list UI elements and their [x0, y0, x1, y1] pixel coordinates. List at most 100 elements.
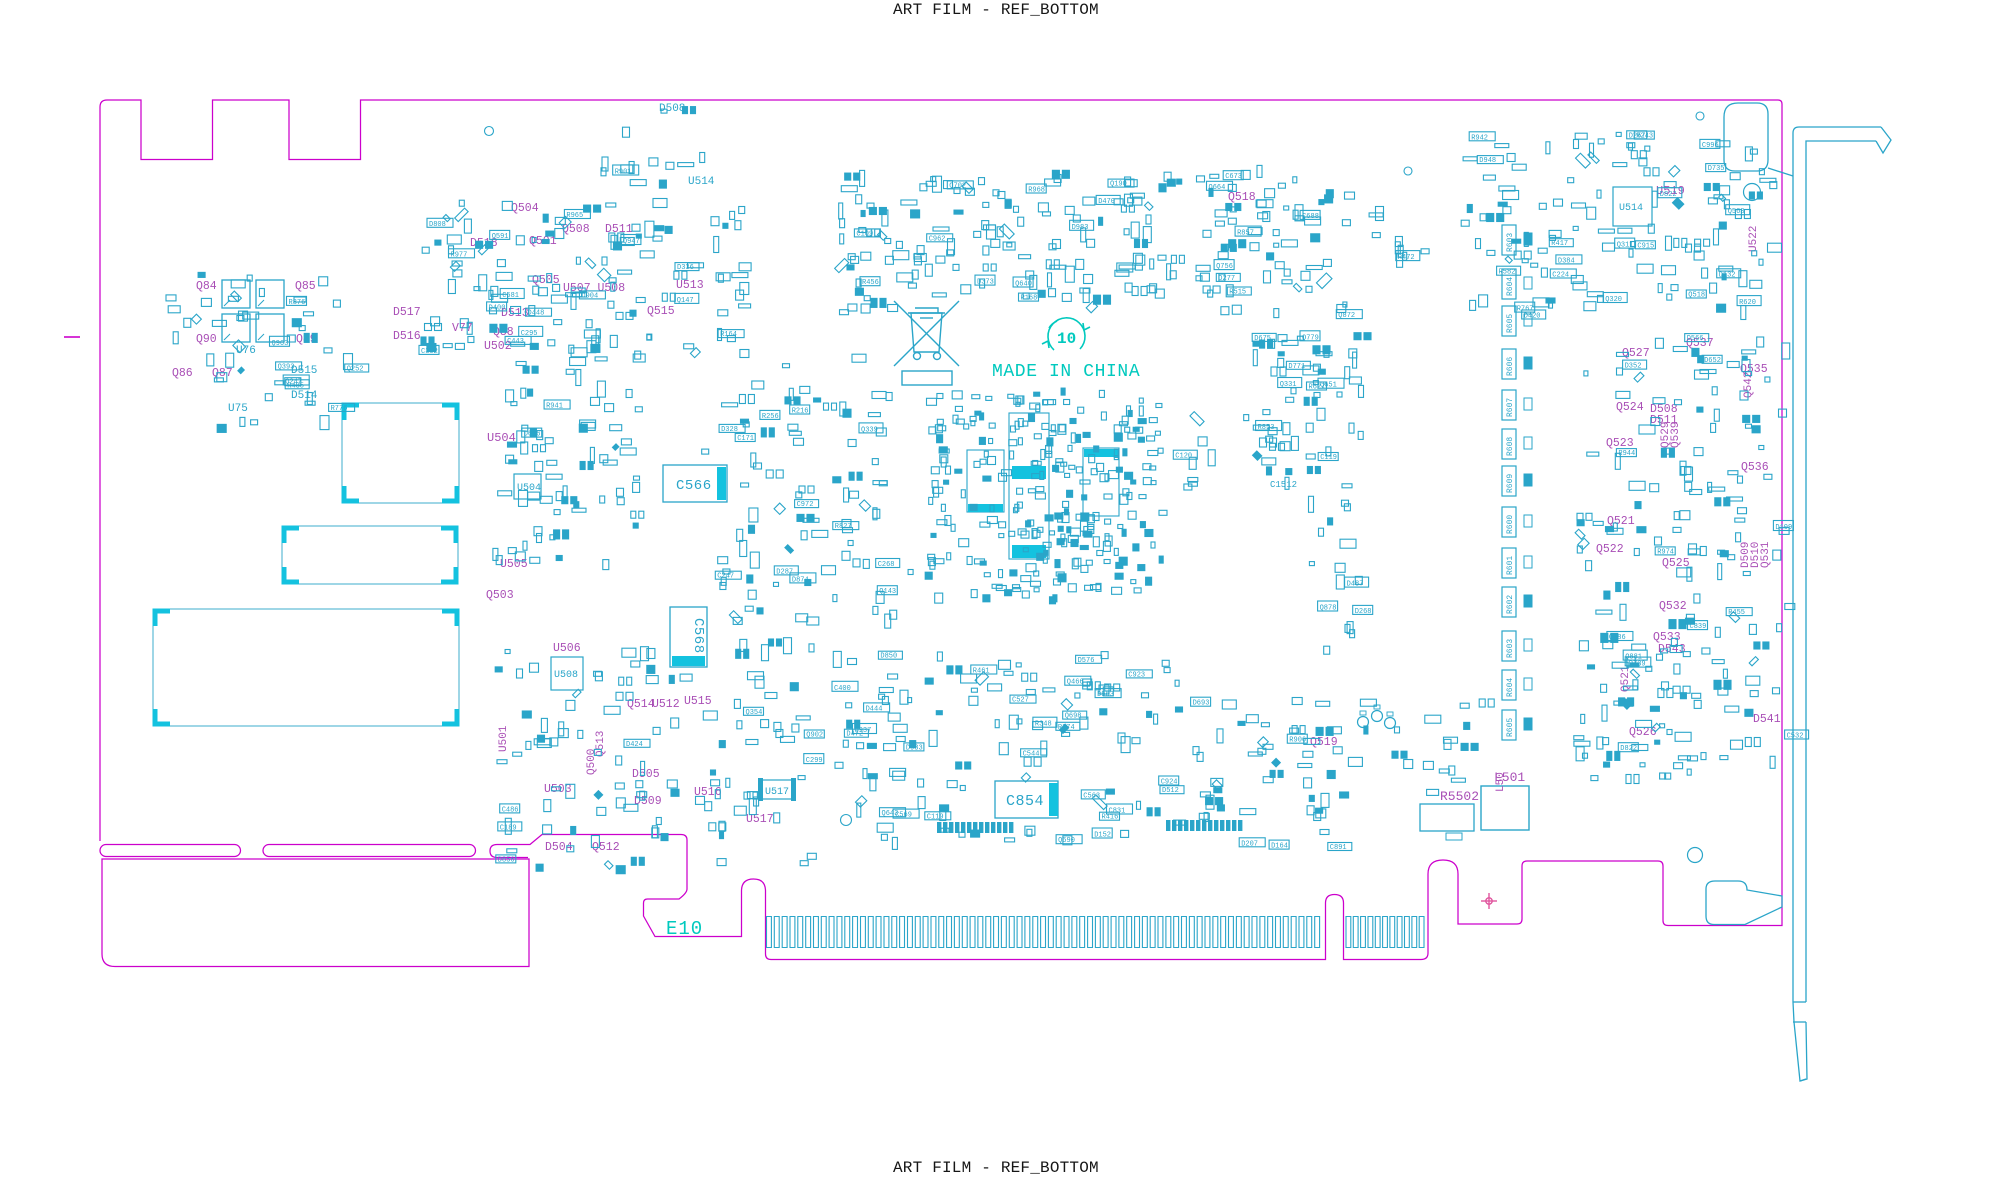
svg-text:Q591: Q591 [492, 233, 509, 241]
svg-text:Q529: Q529 [1660, 422, 1672, 448]
svg-text:Q320: Q320 [1605, 296, 1622, 304]
svg-text:R968: R968 [1028, 187, 1045, 195]
svg-text:C268: C268 [878, 561, 895, 569]
svg-text:R603: R603 [1506, 233, 1515, 252]
svg-text:D874: D874 [792, 576, 809, 584]
svg-text:Q531: Q531 [1760, 541, 1772, 568]
svg-text:U508: U508 [554, 670, 578, 681]
svg-text:D328: D328 [721, 426, 738, 434]
svg-text:Q539: Q539 [1670, 422, 1682, 448]
svg-text:C443: C443 [507, 338, 524, 346]
svg-text:Q521: Q521 [1607, 515, 1635, 528]
svg-text:D983: D983 [1072, 224, 1089, 232]
svg-text:R461: R461 [973, 668, 990, 676]
svg-text:C486: C486 [502, 806, 519, 814]
svg-text:D576: D576 [1078, 657, 1095, 665]
svg-text:Q525: Q525 [1662, 557, 1690, 570]
svg-text:R965: R965 [566, 212, 583, 220]
svg-text:D517: D517 [393, 306, 421, 319]
svg-text:D444: D444 [866, 705, 883, 713]
svg-text:Q508: Q508 [562, 223, 590, 236]
svg-text:Q872: Q872 [1338, 312, 1355, 320]
svg-text:Q466: Q466 [1067, 679, 1084, 687]
svg-text:D735: D735 [1708, 165, 1725, 173]
svg-text:C171: C171 [737, 435, 754, 443]
svg-text:Q339: Q339 [861, 426, 878, 434]
svg-text:R603: R603 [1506, 639, 1515, 658]
svg-text:Q147: Q147 [677, 297, 694, 305]
svg-text:D448: D448 [528, 310, 545, 318]
svg-text:10: 10 [1057, 330, 1076, 348]
svg-text:D904: D904 [581, 292, 598, 300]
svg-text:Q524: Q524 [1616, 401, 1644, 414]
svg-text:D472: D472 [846, 731, 863, 739]
svg-text:Q521: Q521 [1620, 665, 1632, 692]
svg-text:Q252: Q252 [347, 366, 364, 374]
svg-text:U504: U504 [487, 431, 516, 445]
svg-text:Q522: Q522 [1596, 543, 1624, 556]
svg-text:Q947: Q947 [623, 238, 640, 246]
svg-text:D771: D771 [1288, 363, 1305, 371]
svg-text:U501: U501 [498, 725, 510, 752]
svg-text:R853: R853 [1258, 424, 1275, 432]
svg-text:Q504: Q504 [511, 202, 539, 215]
svg-text:C247: C247 [717, 573, 734, 581]
svg-text:D675: D675 [1254, 335, 1271, 343]
svg-text:R417: R417 [1551, 240, 1568, 248]
svg-text:MADE IN CHINA: MADE IN CHINA [992, 362, 1140, 382]
svg-text:D373: D373 [977, 279, 994, 287]
svg-text:Q963: Q963 [272, 340, 289, 348]
svg-text:D470: D470 [1098, 198, 1115, 206]
svg-text:Q702: Q702 [949, 182, 966, 190]
svg-text:C924: C924 [1161, 779, 1178, 787]
svg-text:C569: C569 [895, 812, 912, 820]
svg-text:C673: C673 [1225, 173, 1242, 181]
svg-text:C996: C996 [1702, 142, 1719, 150]
svg-text:U513: U513 [676, 279, 704, 292]
svg-text:U522: U522 [1748, 226, 1760, 252]
svg-text:C119: C119 [927, 813, 944, 821]
svg-text:C295: C295 [521, 330, 538, 338]
svg-text:Q513: Q513 [595, 731, 607, 757]
svg-text:C915: C915 [1637, 242, 1654, 250]
svg-text:R776: R776 [331, 405, 348, 413]
svg-text:Q311: Q311 [1617, 242, 1634, 250]
svg-text:D504: D504 [545, 841, 573, 854]
svg-text:U505: U505 [500, 558, 528, 571]
svg-text:Q331: Q331 [1280, 381, 1297, 389]
svg-text:Q664: Q664 [1209, 184, 1226, 192]
svg-text:Q518: Q518 [1228, 191, 1256, 204]
svg-text:D509: D509 [1740, 542, 1752, 568]
svg-text:D400: D400 [489, 304, 506, 312]
svg-text:Q85: Q85 [295, 280, 316, 293]
svg-text:D287: D287 [776, 568, 793, 576]
svg-text:Q190: Q190 [1110, 181, 1127, 189]
svg-text:D508: D508 [659, 103, 685, 115]
svg-text:R941: R941 [546, 403, 563, 411]
svg-text:D822: D822 [1660, 191, 1677, 199]
svg-text:Q514: Q514 [627, 698, 655, 711]
svg-text:U512: U512 [652, 698, 680, 711]
svg-text:L501: L501 [1494, 770, 1525, 785]
svg-text:Q503: Q503 [486, 589, 514, 602]
svg-text:D566: D566 [1687, 335, 1704, 343]
svg-text:D508: D508 [1650, 403, 1678, 416]
svg-text:C120: C120 [1175, 453, 1192, 461]
svg-text:C581: C581 [502, 292, 519, 300]
svg-text:R876: R876 [289, 299, 306, 307]
svg-text:R604: R604 [1506, 277, 1515, 296]
svg-text:D152: D152 [1094, 832, 1111, 840]
svg-text:C566: C566 [676, 478, 712, 494]
svg-text:D512: D512 [1162, 787, 1179, 795]
svg-text:R942: R942 [1471, 134, 1488, 142]
svg-text:U75: U75 [228, 403, 248, 415]
svg-text:R485: R485 [287, 382, 304, 390]
svg-text:D268: D268 [1355, 608, 1372, 616]
svg-text:Q698: Q698 [1065, 713, 1082, 721]
svg-text:Q143: Q143 [879, 588, 896, 596]
svg-text:C299: C299 [806, 757, 823, 765]
svg-text:U514: U514 [688, 176, 715, 188]
svg-text:E10: E10 [666, 918, 703, 940]
svg-text:Q643: Q643 [882, 810, 899, 818]
svg-text:D336: D336 [677, 264, 694, 272]
